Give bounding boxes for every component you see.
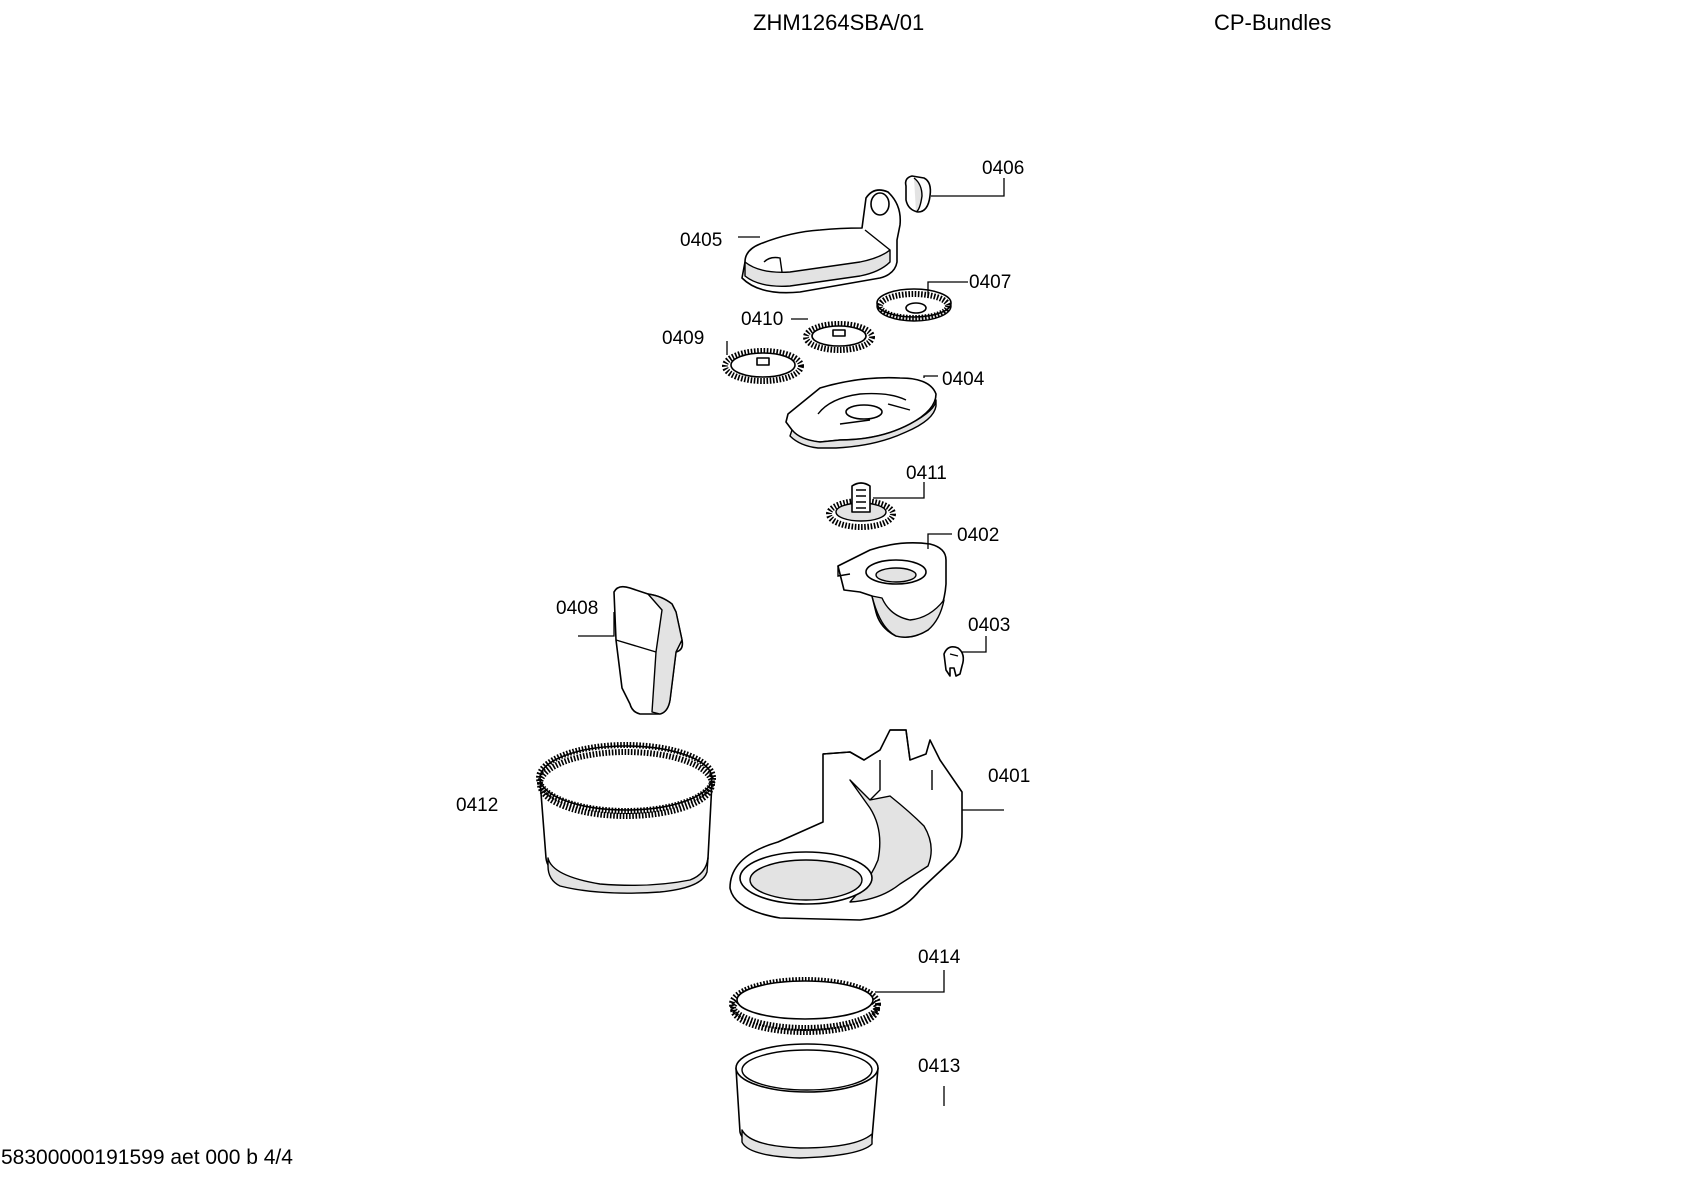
leader-lines [578,178,1005,1106]
part-0409-gear [722,348,804,384]
leader-0406 [931,178,1005,197]
label-0403: 0403 [968,615,1010,636]
section-title: CP-Bundles [1214,10,1332,35]
label-0408: 0408 [556,598,598,619]
label-0412: 0412 [456,795,498,816]
part-0407-gear-disc [876,288,952,322]
part-0412-bowl [536,742,716,894]
label-0409: 0409 [662,328,704,349]
part-0403-clip [943,646,965,677]
part-0401-base [729,729,963,921]
label-0413: 0413 [918,1056,960,1077]
label-0401: 0401 [988,766,1030,787]
leader-0403 [962,636,987,653]
part-0406-knob [904,175,932,213]
part-0410-gear [803,321,875,353]
part-0411-drive-gear [826,482,896,530]
label-0406: 0406 [982,158,1024,179]
model-number: ZHM1264SBA/01 [753,10,925,35]
label-0404: 0404 [942,369,985,390]
part-0405-top-cover [741,189,902,294]
document-code: 58300000191599 aet 000 b 4/4 [1,1146,293,1169]
label-0414: 0414 [918,947,961,968]
part-0402-gear-cover [837,542,947,638]
label-0411: 0411 [906,463,947,484]
part-0414-ring [729,977,881,1035]
leader-0414 [875,970,945,993]
label-0405: 0405 [680,230,722,251]
part-0404-gear-housing [785,376,937,449]
label-0402: 0402 [957,525,999,546]
leader-0411 [873,482,925,499]
part-0408-side-cover [613,585,684,715]
leader-0404 [923,375,938,378]
leader-0407 [927,281,968,298]
label-0407: 0407 [969,272,1011,293]
part-0413-bowl [735,1043,879,1159]
leader-0402 [927,533,952,549]
leader-0408 [578,612,615,637]
part-labels: 0406 0405 0407 0410 0409 0404 0411 0402 … [456,158,1030,1077]
label-0410: 0410 [741,309,783,330]
